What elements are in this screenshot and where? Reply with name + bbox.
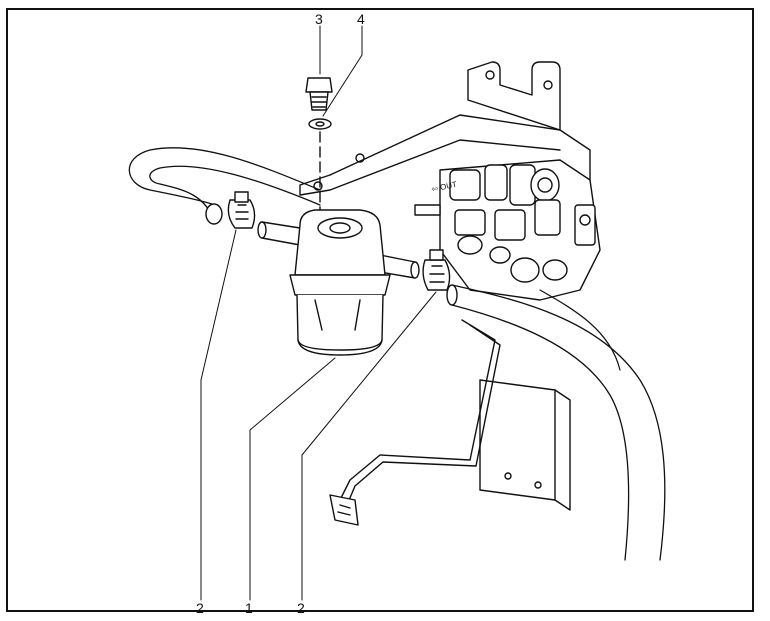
- hose-upper-right: [539, 289, 621, 371]
- hose-clamp-left: [227, 191, 256, 229]
- bolt: [305, 77, 333, 111]
- hose-upper: [128, 147, 321, 225]
- callout-1: 1: [245, 600, 253, 616]
- fuel-line: [329, 319, 501, 526]
- lower-bracket: [479, 379, 571, 511]
- washer: [308, 118, 332, 130]
- callout-3: 3: [315, 11, 323, 27]
- valve-block: [414, 159, 601, 301]
- fuel-filter: [257, 209, 420, 356]
- hose-large-right: [446, 284, 666, 561]
- hose-clamp-right: [422, 249, 451, 291]
- leader-lines: [200, 25, 437, 601]
- callout-2-left: 2: [196, 600, 204, 616]
- callout-2-right: 2: [297, 600, 305, 616]
- callout-4: 4: [357, 11, 365, 27]
